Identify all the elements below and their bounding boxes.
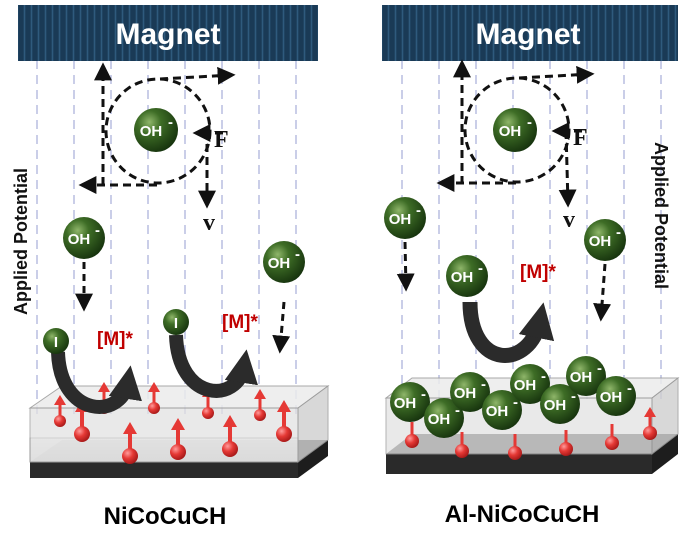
left-intermediate-2-text: I	[174, 315, 178, 332]
svg-text:OH: OH	[544, 397, 567, 414]
right-magnet-bar	[382, 5, 678, 61]
adsorbed-ion: OH-	[482, 390, 522, 430]
right-orbit-ion-text: OH	[499, 123, 522, 140]
right-orbit-ion-charge: -	[527, 114, 532, 131]
right-free-ion-2-charge: -	[616, 224, 621, 241]
right-free-ion-2: OH -	[584, 219, 626, 261]
right-spin-sites	[405, 407, 657, 460]
svg-text:OH: OH	[486, 403, 509, 420]
left-orbit-ion: OH -	[134, 108, 178, 152]
svg-text:-: -	[597, 360, 602, 377]
left-velocity-label: v	[203, 210, 215, 236]
left-catalyst-label: NiCoCuCH	[104, 503, 227, 530]
left-free-ion-1-charge: -	[95, 222, 100, 239]
right-free-ion-3-text: OH	[451, 269, 474, 286]
left-panel: Magnet F v OH - Applied Potential OH -	[11, 5, 330, 530]
left-intermediate-2: I	[163, 309, 189, 335]
left-free-ion-2: OH -	[263, 241, 305, 283]
right-velocity-label: v	[563, 207, 575, 233]
left-free-ion-1: OH -	[63, 217, 105, 259]
right-free-ion-1-charge: -	[416, 202, 421, 219]
right-panel: Magnet F v OH - Applied Potential OH - O…	[382, 5, 680, 528]
right-catalyst-label: Al-NiCoCuCH	[445, 501, 600, 528]
left-free-ion-2-text: OH	[268, 255, 291, 272]
right-drift-arrows	[396, 241, 612, 322]
svg-text:OH: OH	[514, 377, 537, 394]
left-product-label-1: [M]*	[97, 329, 133, 350]
svg-text:OH: OH	[428, 411, 451, 428]
right-force-label: F	[573, 125, 588, 151]
svg-text:OH: OH	[600, 389, 623, 406]
svg-text:-: -	[627, 380, 632, 397]
svg-text:-: -	[455, 402, 460, 419]
svg-text:-: -	[481, 376, 486, 393]
left-intermediate-1: I	[43, 328, 69, 354]
right-magnet-label: Magnet	[476, 18, 581, 51]
right-product-label: [M]*	[520, 262, 556, 283]
adsorbed-ion: OH-	[540, 384, 580, 424]
adsorbed-ion: OH-	[596, 376, 636, 416]
left-free-ion-1-text: OH	[68, 231, 91, 248]
left-orbit-ion-charge: -	[168, 114, 173, 131]
left-orbit-ion-text: OH	[140, 123, 163, 140]
left-reaction-arrows	[51, 334, 258, 414]
svg-text:OH: OH	[570, 369, 593, 386]
svg-text:-: -	[421, 386, 426, 403]
svg-text:OH: OH	[394, 395, 417, 412]
left-free-ion-2-charge: -	[295, 246, 300, 263]
left-potential-label: Applied Potential	[11, 168, 31, 315]
right-vector-arrows	[436, 59, 595, 208]
right-free-ion-3-charge: -	[478, 260, 483, 277]
left-intermediate-1-text: I	[54, 334, 58, 351]
right-free-ion-1: OH -	[384, 197, 426, 239]
right-adsorbed-ions: OH- OH- OH- OH- OH- OH- OH- OH-	[390, 356, 636, 438]
left-magnet-bar	[18, 5, 318, 61]
right-potential-label: Applied Potential	[651, 142, 671, 289]
right-free-ion-3: OH -	[446, 255, 488, 297]
left-vector-arrows	[78, 62, 236, 209]
left-drift-arrows	[75, 262, 291, 354]
right-free-ion-1-text: OH	[389, 211, 412, 228]
svg-text:-: -	[541, 368, 546, 385]
right-reaction-arrow	[462, 301, 555, 363]
left-magnet-label: Magnet	[116, 18, 221, 51]
adsorbed-ion: OH-	[390, 382, 430, 422]
svg-text:-: -	[513, 394, 518, 411]
left-force-label: F	[214, 127, 229, 153]
svg-text:OH: OH	[454, 385, 477, 402]
adsorbed-ion: OH-	[510, 364, 550, 404]
right-orbit-ion: OH -	[493, 108, 537, 152]
left-spin-sites	[54, 382, 292, 464]
adsorbed-ion: OH-	[450, 372, 490, 412]
adsorbed-ion: OH-	[424, 398, 464, 438]
adsorbed-ion: OH-	[566, 356, 606, 396]
svg-text:-: -	[571, 388, 576, 405]
right-free-ion-2-text: OH	[589, 233, 612, 250]
left-product-label-2: [M]*	[222, 312, 258, 333]
